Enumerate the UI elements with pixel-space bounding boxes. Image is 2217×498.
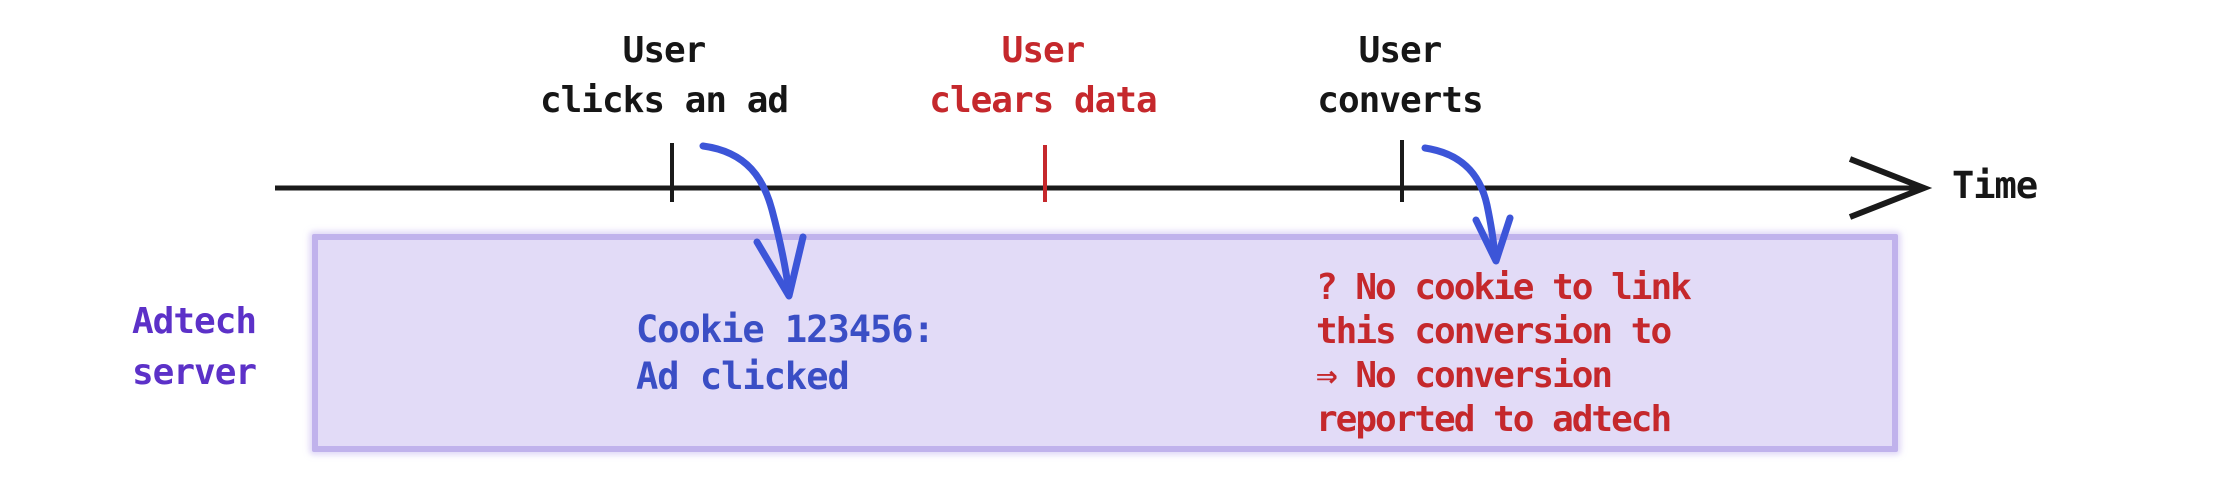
conversion-warning-arrowhead-icon: [1472, 214, 1514, 265]
conversion-warning-text: ? No cookie to link this conversion to ⇒…: [1316, 267, 1692, 440]
adtech-server-label: Adtech server: [132, 301, 257, 393]
time-axis-label: Time: [1952, 164, 2038, 207]
click-log-curved-arrow-icon: [699, 142, 793, 296]
event-label-user-clicks-ad: User clicks an ad: [539, 30, 789, 121]
time-axis-arrowhead-icon: [1848, 156, 1933, 220]
event-label-user-converts: User converts: [1317, 30, 1483, 121]
cookie-log-text: Cookie 123456: Ad clicked: [636, 308, 935, 398]
click-log-arrowhead-icon: [753, 233, 807, 300]
adtech-server-box: [312, 234, 1898, 452]
conversion-warning-curved-arrow-icon: [1421, 144, 1499, 262]
event-label-user-clears-data: User clears data: [929, 30, 1157, 121]
